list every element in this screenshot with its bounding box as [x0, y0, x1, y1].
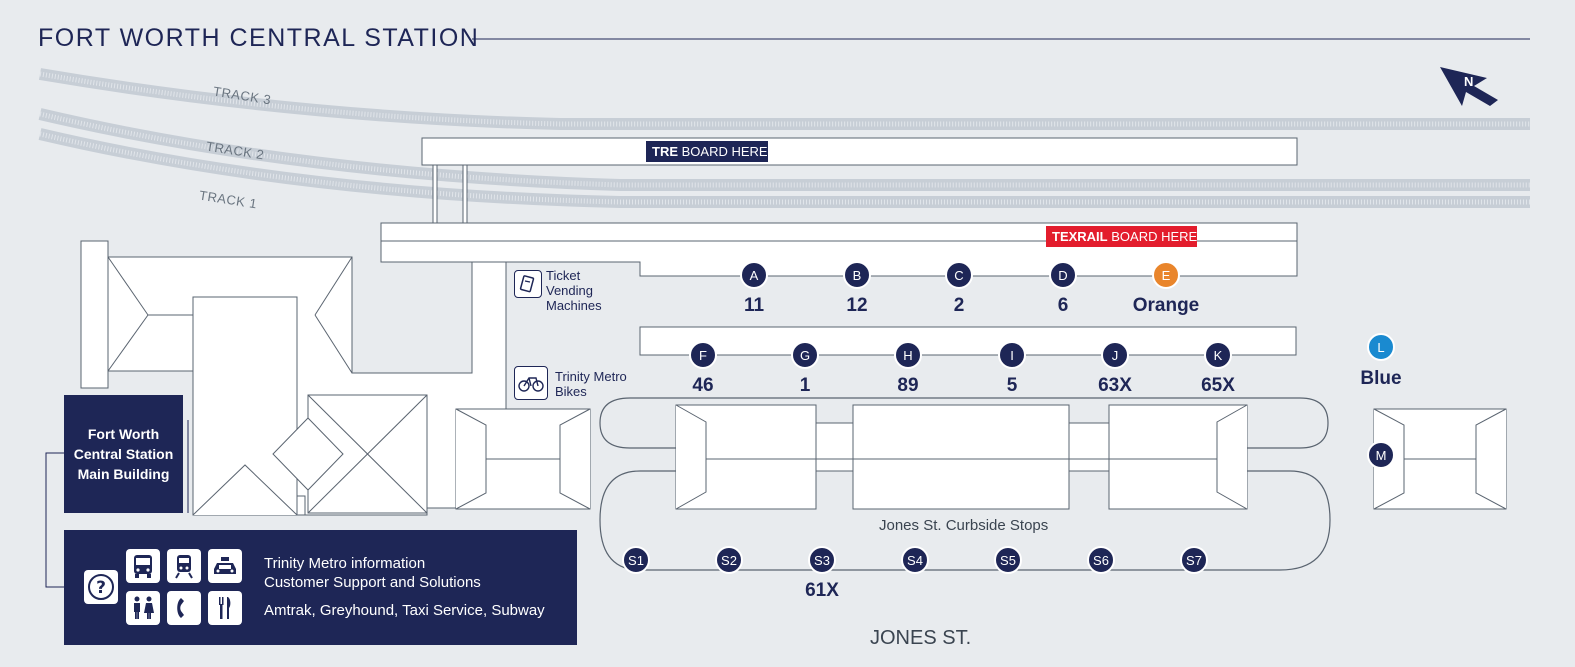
- track-3-ties: [39, 71, 1530, 127]
- curbside-stops-label: Jones St. Curbside Stops: [879, 517, 1049, 534]
- route-63x: 63X: [1098, 375, 1132, 396]
- route-2: 2: [953, 295, 965, 316]
- main-building-label: Fort Worth Central Station Main Building: [64, 395, 183, 513]
- route-11: 11: [743, 295, 765, 316]
- bay-f: F: [689, 341, 717, 369]
- route-89: 89: [897, 375, 919, 396]
- tre-board-here-tag: TRE BOARD HERE: [646, 141, 768, 162]
- bay-j: J: [1101, 341, 1129, 369]
- bay-k: K: [1204, 341, 1232, 369]
- info-line-2: Customer Support and Solutions: [264, 574, 481, 591]
- route-46: 46: [692, 375, 714, 396]
- north-arrow-icon: [1440, 67, 1498, 106]
- route-61x: 61X: [805, 580, 839, 601]
- bike-icon: [514, 366, 548, 400]
- bay-d: D: [1049, 261, 1077, 289]
- bus-icon: [126, 549, 160, 583]
- curbside-stop-s1: S1: [622, 546, 650, 574]
- bay-i: I: [998, 341, 1026, 369]
- train-icon: [167, 549, 201, 583]
- curbside-stop-s4: S4: [901, 546, 929, 574]
- dining-icon: [208, 591, 242, 625]
- bay-b: B: [843, 261, 871, 289]
- ticket-vending-label: Ticket Vending Machines: [546, 268, 602, 313]
- tre-platform: [421, 137, 1298, 166]
- street-label: JONES ST.: [870, 627, 972, 649]
- trinity-metro-bikes-label: Trinity Metro Bikes: [555, 369, 627, 399]
- bus-loop: [599, 397, 1331, 571]
- info-line-1: Trinity Metro information: [264, 555, 426, 572]
- taxi-icon: [208, 549, 242, 583]
- restroom-icon: [126, 591, 160, 625]
- bus-shelters: [675, 404, 1507, 510]
- route-orange: Orange: [1132, 295, 1200, 316]
- bus-island-upper: [639, 326, 1297, 356]
- route-65x: 65X: [1201, 375, 1235, 396]
- walkway-2: [462, 164, 468, 224]
- phone-icon: [167, 591, 201, 625]
- texrail-board-here-tag: TEXRAIL BOARD HERE: [1046, 226, 1197, 247]
- track-2-ties: [39, 111, 1530, 188]
- help-icon: ?: [84, 570, 118, 604]
- station-info-box: ? Trinity Metro information Customer Sup…: [64, 530, 577, 645]
- route-blue: Blue: [1360, 368, 1402, 389]
- bay-l: L: [1367, 333, 1395, 361]
- curbside-stop-s6: S6: [1087, 546, 1115, 574]
- curbside-stop-s5: S5: [994, 546, 1022, 574]
- route-6: 6: [1057, 295, 1069, 316]
- route-12: 12: [846, 295, 868, 316]
- info-line-3: Amtrak, Greyhound, Taxi Service, Subway: [264, 602, 545, 619]
- building-connector: [45, 452, 64, 588]
- bay-m: M: [1367, 441, 1395, 469]
- north-label: N: [1464, 74, 1474, 89]
- bay-g: G: [791, 341, 819, 369]
- tracks: [38, 68, 1530, 208]
- bay-e: E: [1152, 261, 1180, 289]
- curbside-stop-s3: S3: [808, 546, 836, 574]
- track-1-ties: [39, 131, 1530, 205]
- page-title: FORT WORTH CENTRAL STATION: [38, 24, 480, 52]
- walkway-1: [432, 164, 438, 224]
- curbside-stop-s2: S2: [715, 546, 743, 574]
- bay-c: C: [945, 261, 973, 289]
- main-building-structure: [80, 240, 591, 516]
- route-5: 5: [1006, 375, 1018, 396]
- svg-text:?: ?: [96, 578, 106, 598]
- route-1: 1: [799, 375, 811, 396]
- bay-a: A: [740, 261, 768, 289]
- curbside-stop-s7: S7: [1180, 546, 1208, 574]
- bay-h: H: [894, 341, 922, 369]
- ticket-machine-icon: [514, 270, 542, 298]
